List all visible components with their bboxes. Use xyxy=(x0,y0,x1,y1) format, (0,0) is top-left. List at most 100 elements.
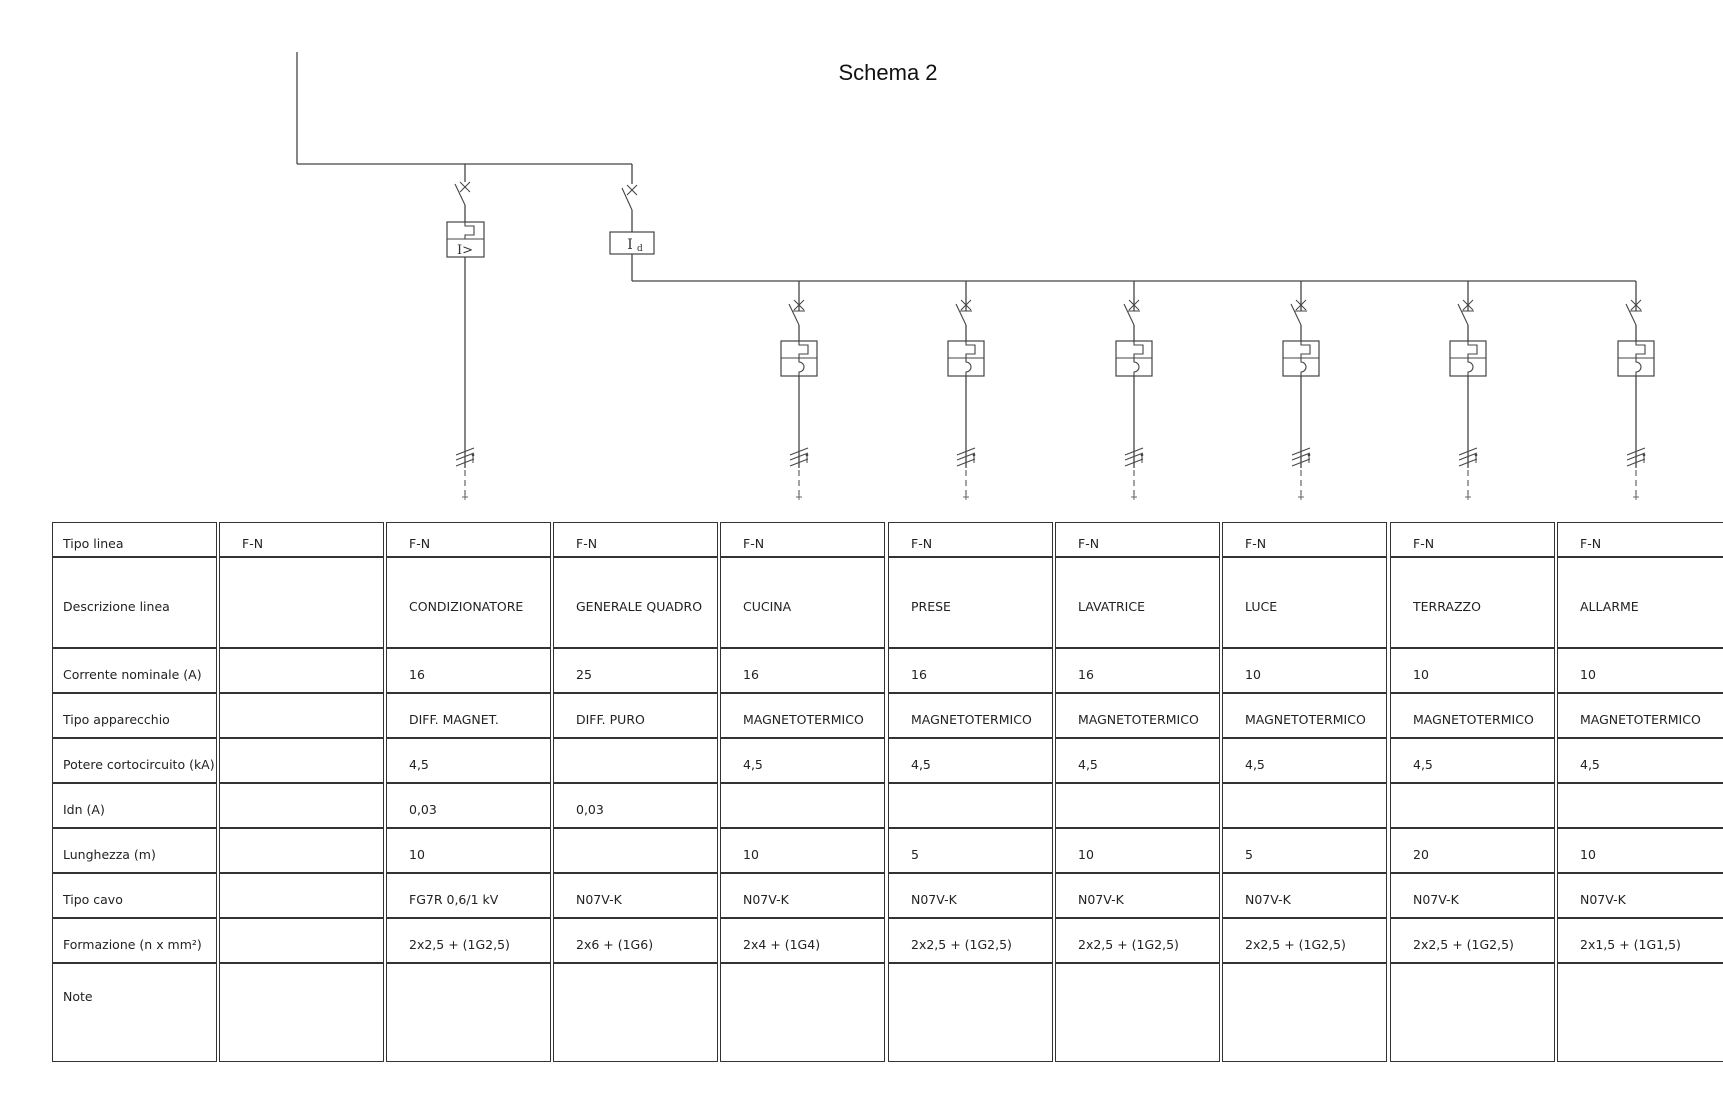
cell-idn xyxy=(1055,782,1220,829)
thermal-trip-icon xyxy=(1300,358,1307,376)
cell-text: F-N xyxy=(1245,536,1267,551)
cell-potere-cortocircuito: 4,5 xyxy=(720,737,885,784)
breaker-trip-icon xyxy=(626,184,638,196)
cell-descrizione-linea: TERRAZZO xyxy=(1390,556,1555,649)
cell-corrente-nominale: 16 xyxy=(386,647,551,694)
cable-dot-icon xyxy=(1307,453,1311,457)
cable-conductor-icon xyxy=(1626,452,1646,461)
cell-text: F-N xyxy=(1580,536,1602,551)
row-label-descrizione-linea: Descrizione linea xyxy=(52,556,217,649)
cell-idn: 0,03 xyxy=(553,782,718,829)
cell-text: 10 xyxy=(1580,666,1596,682)
cable-conductor-icon xyxy=(1626,447,1646,456)
cell-text: F-N xyxy=(911,536,933,551)
diagram-title: Schema 2 xyxy=(838,60,938,85)
switch-blade-icon xyxy=(1457,303,1469,326)
cable-dot-icon xyxy=(972,453,976,457)
cell-text: MAGNETOTERMICO xyxy=(1245,711,1366,727)
cell-note xyxy=(1557,962,1723,1062)
cell-tipo-apparecchio: MAGNETOTERMICO xyxy=(1222,692,1387,739)
magnetic-trip-icon xyxy=(1300,341,1311,358)
thermal-trip-icon xyxy=(1133,358,1140,376)
cell-descrizione-linea xyxy=(219,556,384,649)
cell-tipo-cavo: FG7R 0,6/1 kV xyxy=(386,872,551,919)
cell-lunghezza: 10 xyxy=(720,827,885,874)
cell-tipo-linea: F-N xyxy=(1222,522,1387,558)
cell-tipo-cavo: N07V-K xyxy=(1055,872,1220,919)
cell-text: 16 xyxy=(911,666,927,682)
cell-text: F-N xyxy=(242,536,264,551)
cell-descrizione-linea: ALLARME xyxy=(1557,556,1723,649)
row-label-potere-cortocircuito: Potere cortocircuito (kA) xyxy=(52,737,217,784)
cell-tipo-linea: F-N xyxy=(1055,522,1220,558)
cell-tipo-apparecchio xyxy=(219,692,384,739)
cell-text: Formazione (n x mm²) xyxy=(63,936,202,952)
cell-text: MAGNETOTERMICO xyxy=(1580,711,1701,727)
cell-corrente-nominale: 16 xyxy=(888,647,1053,694)
cell-descrizione-linea: PRESE xyxy=(888,556,1053,649)
cell-text: 2x2,5 + (1G2,5) xyxy=(1078,936,1179,952)
cell-formazione: 2x6 + (1G6) xyxy=(553,917,718,964)
cell-note xyxy=(1390,962,1555,1062)
cell-text: 2x2,5 + (1G2,5) xyxy=(1245,936,1346,952)
cell-corrente-nominale: 10 xyxy=(1390,647,1555,694)
cell-text: TERRAZZO xyxy=(1413,598,1481,614)
cell-text: 2x1,5 + (1G1,5) xyxy=(1580,936,1681,952)
cable-conductor-icon xyxy=(1458,452,1478,461)
cell-text: MAGNETOTERMICO xyxy=(1078,711,1199,727)
cell-text: Tipo linea xyxy=(63,536,124,551)
cell-note xyxy=(720,962,885,1062)
breaker-trip-icon xyxy=(459,181,471,193)
cell-idn: 0,03 xyxy=(386,782,551,829)
cell-text: 16 xyxy=(1078,666,1094,682)
cell-text: 20 xyxy=(1413,846,1429,862)
cell-text: 10 xyxy=(409,846,425,862)
cell-text: 2x2,5 + (1G2,5) xyxy=(911,936,1012,952)
cell-potere-cortocircuito: 4,5 xyxy=(1557,737,1723,784)
switch-blade-icon xyxy=(1625,303,1637,326)
cell-corrente-nominale: 10 xyxy=(1557,647,1723,694)
cell-text: 4,5 xyxy=(1245,756,1265,772)
thermal-trip-icon xyxy=(1635,358,1642,376)
differential-label: I xyxy=(627,237,633,253)
cell-lunghezza: 10 xyxy=(1557,827,1723,874)
cell-text: 10 xyxy=(1413,666,1429,682)
cell-text: N07V-K xyxy=(911,891,957,907)
row-label-tipo-cavo: Tipo cavo xyxy=(52,872,217,919)
cell-tipo-cavo: N07V-K xyxy=(888,872,1053,919)
thermal-trip-icon xyxy=(798,358,805,376)
cell-corrente-nominale: 16 xyxy=(720,647,885,694)
cell-potere-cortocircuito: 4,5 xyxy=(1055,737,1220,784)
cable-conductor-icon xyxy=(789,447,809,456)
row-label-lunghezza: Lunghezza (m) xyxy=(52,827,217,874)
cell-text: F-N xyxy=(576,536,598,551)
cell-tipo-linea: F-N xyxy=(553,522,718,558)
cable-conductor-icon xyxy=(1458,458,1478,467)
cell-tipo-apparecchio: MAGNETOTERMICO xyxy=(888,692,1053,739)
cell-tipo-apparecchio: MAGNETOTERMICO xyxy=(1055,692,1220,739)
row-label-formazione: Formazione (n x mm²) xyxy=(52,917,217,964)
cell-text: 2x2,5 + (1G2,5) xyxy=(409,936,510,952)
cable-conductor-icon xyxy=(1291,458,1311,467)
overcurrent-label: I> xyxy=(457,243,473,258)
cell-corrente-nominale: 16 xyxy=(1055,647,1220,694)
cell-tipo-cavo: N07V-K xyxy=(1390,872,1555,919)
cell-note xyxy=(1055,962,1220,1062)
cell-text: 4,5 xyxy=(1580,756,1600,772)
cell-idn xyxy=(720,782,885,829)
cell-text: Lunghezza (m) xyxy=(63,846,156,862)
cell-text: N07V-K xyxy=(576,891,622,907)
cell-text: 5 xyxy=(911,846,919,862)
cell-tipo-cavo: N07V-K xyxy=(1222,872,1387,919)
cable-conductor-icon xyxy=(1124,452,1144,461)
cable-conductor-icon xyxy=(956,458,976,467)
cable-conductor-icon xyxy=(1458,447,1478,456)
cell-note xyxy=(553,962,718,1062)
cell-descrizione-linea: LUCE xyxy=(1222,556,1387,649)
cell-tipo-cavo: N07V-K xyxy=(553,872,718,919)
cable-dot-icon xyxy=(471,453,475,457)
cable-conductor-icon xyxy=(1124,447,1144,456)
cell-text: N07V-K xyxy=(1413,891,1459,907)
cell-text: GENERALE QUADRO xyxy=(576,598,703,614)
thermal-trip-icon xyxy=(1467,358,1474,376)
